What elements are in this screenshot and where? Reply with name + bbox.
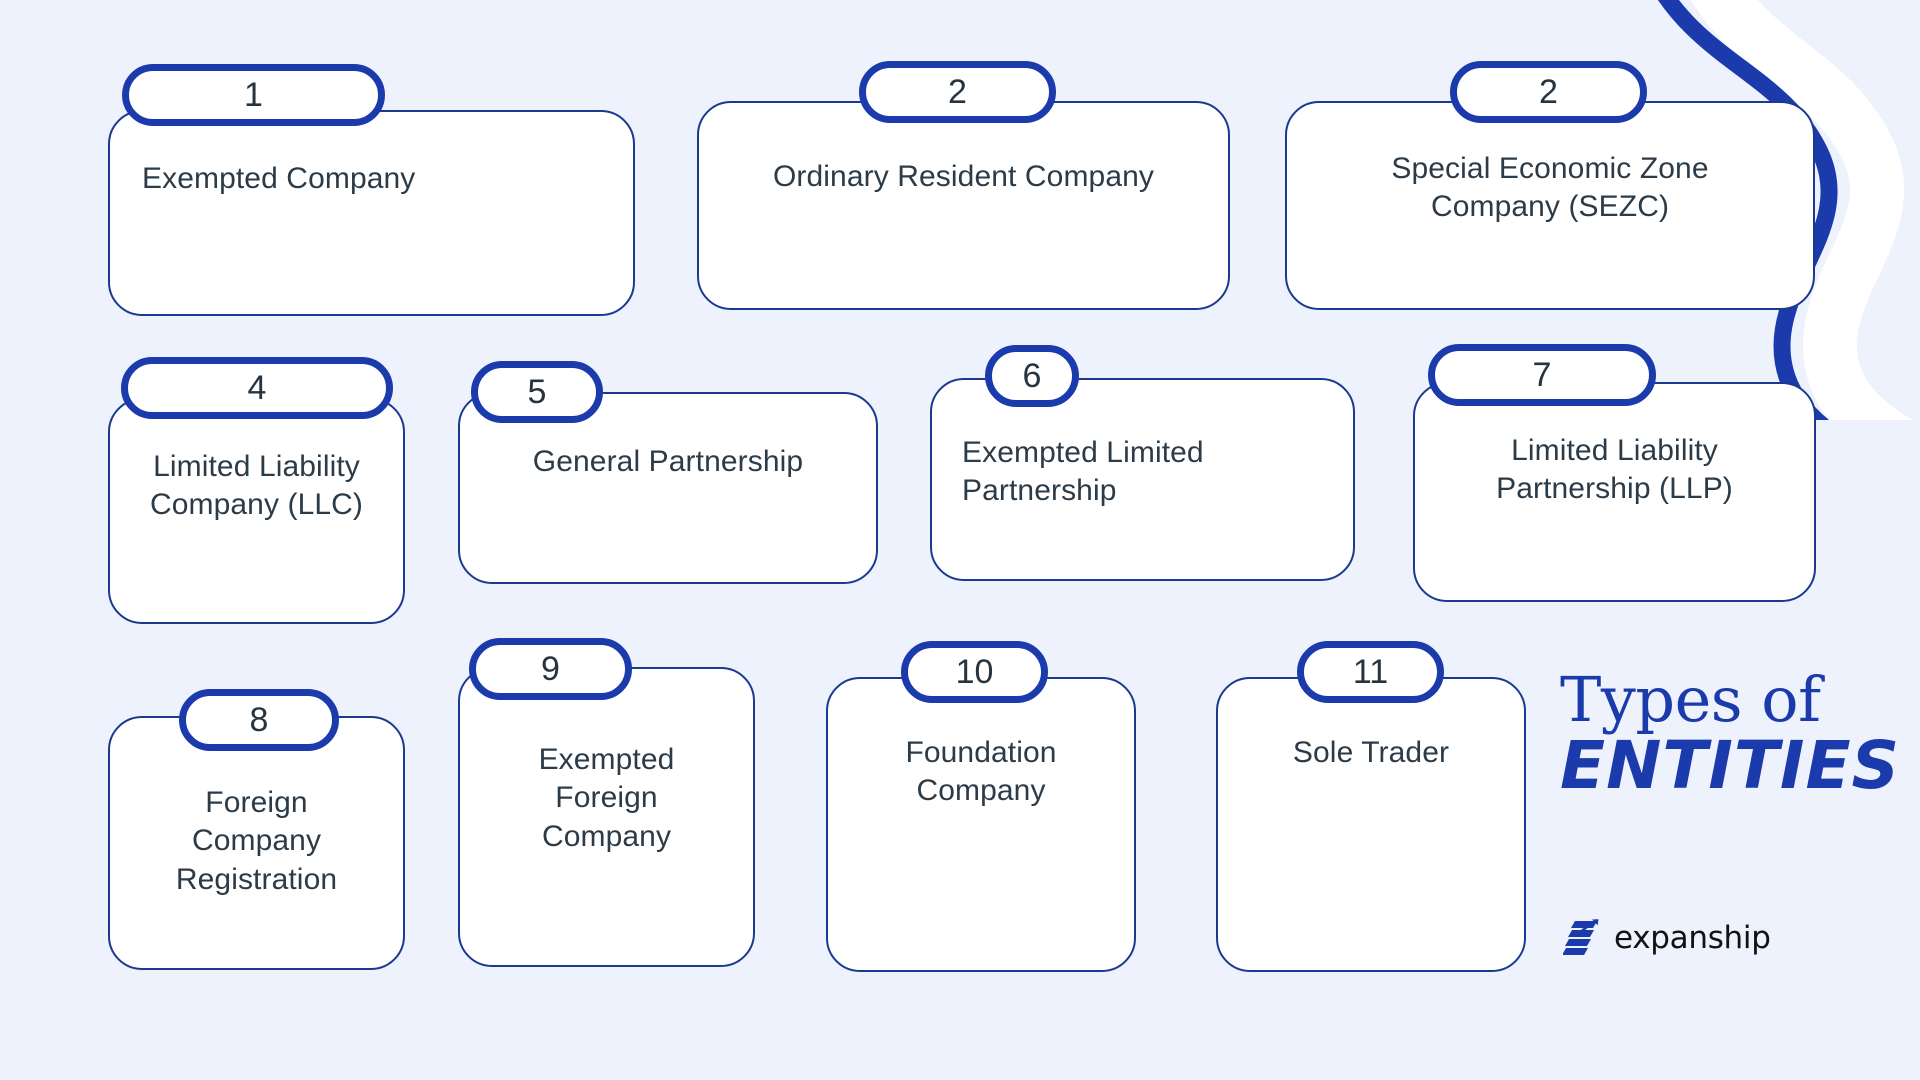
entity-card-number-badge[interactable]: 5 (471, 361, 603, 423)
entity-card-number-badge[interactable]: 2 (1450, 61, 1647, 123)
entity-card-label: Exempted Company (142, 162, 416, 195)
entity-card-label: Foundation Company (905, 736, 1057, 808)
entity-card[interactable]: Limited Liability Company (LLC) (108, 398, 405, 624)
entity-card[interactable]: Exempted Limited Partnership (930, 378, 1355, 581)
page-title: Types of ENTITIES (1560, 668, 1900, 801)
entity-card-number-badge[interactable]: 4 (121, 357, 393, 419)
entity-card-number-badge[interactable]: 2 (859, 61, 1056, 123)
entity-card-number: 9 (541, 650, 560, 688)
expanship-mark-icon (1563, 919, 1599, 955)
entity-card-label: Exempted Foreign Company (538, 743, 675, 853)
entity-card-number: 11 (1352, 653, 1389, 691)
entity-card-number-badge[interactable]: 10 (901, 641, 1048, 703)
entity-card-label: Limited Liability Company (LLC) (149, 450, 364, 522)
entity-card[interactable]: Special Economic Zone Company (SEZC) (1285, 101, 1815, 310)
brand-logo[interactable]: expanship (1563, 918, 1771, 958)
entity-card-number-badge[interactable]: 9 (469, 638, 632, 700)
brand-logo-text: expanship (1614, 920, 1771, 956)
entity-card-label: Sole Trader (1292, 736, 1450, 769)
entity-card[interactable]: Exempted Foreign Company (458, 667, 755, 967)
entity-card-number: 6 (1022, 357, 1042, 395)
page-title-line2: ENTITIES (1560, 727, 1901, 805)
entity-card-number: 5 (527, 373, 547, 411)
entity-card-number: 2 (948, 73, 967, 111)
entity-card[interactable]: Exempted Company (108, 110, 635, 316)
page-title-line1: Types of (1560, 663, 1821, 736)
entity-card-label: Foreign Company Registration (175, 786, 338, 896)
entity-card[interactable]: Sole Trader (1216, 677, 1526, 972)
entity-card-label: Special Economic Zone Company (SEZC) (1391, 152, 1709, 224)
entity-card[interactable]: General Partnership (458, 392, 878, 584)
entity-card-label: Limited Liability Partnership (LLP) (1496, 434, 1733, 506)
entity-card-number: 4 (247, 369, 267, 407)
entity-card[interactable]: Foreign Company Registration (108, 716, 405, 970)
entity-card[interactable]: Ordinary Resident Company (697, 101, 1230, 310)
entity-card-number: 2 (1539, 73, 1558, 111)
entity-card-number: 1 (244, 76, 263, 114)
entity-card-number: 10 (955, 653, 994, 691)
entity-card-number-badge[interactable]: 1 (122, 64, 385, 126)
entity-card-label: Exempted Limited Partnership (962, 436, 1204, 508)
entity-card-number-badge[interactable]: 8 (179, 689, 339, 751)
entity-card[interactable]: Foundation Company (826, 677, 1136, 972)
entity-card-label: General Partnership (532, 445, 804, 478)
entity-card-number: 7 (1532, 356, 1552, 394)
entity-card[interactable]: Limited Liability Partnership (LLP) (1413, 382, 1816, 602)
entity-card-number-badge[interactable]: 11 (1297, 641, 1444, 703)
entity-card-number: 8 (249, 701, 269, 739)
entity-card-number-badge[interactable]: 6 (985, 345, 1079, 407)
entity-card-number-badge[interactable]: 7 (1428, 344, 1656, 406)
entity-card-label: Ordinary Resident Company (772, 160, 1154, 193)
